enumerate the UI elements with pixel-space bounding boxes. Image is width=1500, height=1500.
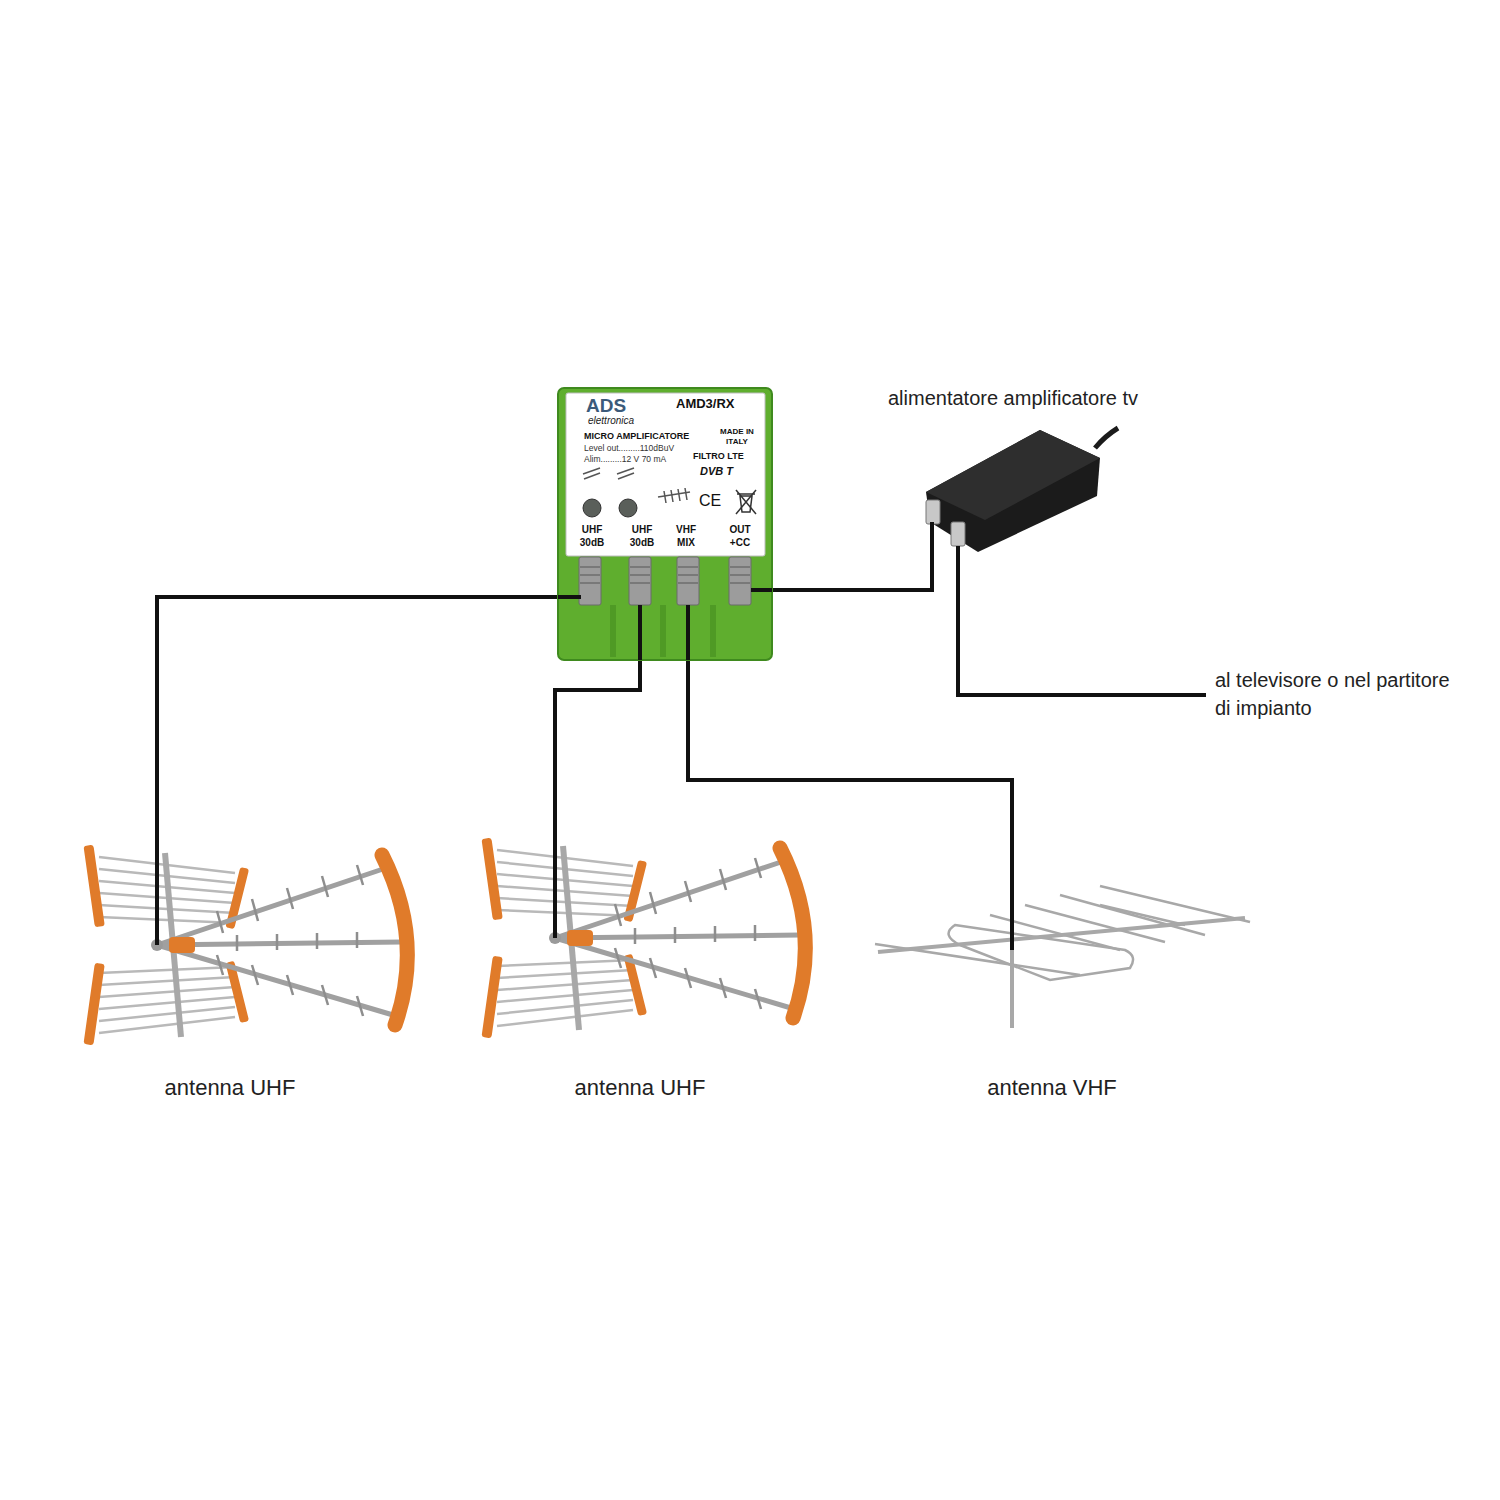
module-text: UHF 30dB <box>622 524 662 549</box>
coax-cable <box>772 560 932 590</box>
module-text: FILTRO LTE <box>693 451 744 462</box>
antenna-caption: antenna UHF <box>80 1075 380 1101</box>
module-text: AMD3/RX <box>676 396 735 412</box>
module-text: DVB T <box>700 465 733 479</box>
destination-note: al televisore o nel partitore di impiant… <box>1215 666 1455 722</box>
module-text: UHF 30dB <box>572 524 612 549</box>
coax-cable <box>157 597 558 830</box>
module-text: ADS <box>586 394 626 418</box>
module-text: MADE IN ITALY <box>714 427 760 447</box>
module-text: CE <box>699 491 721 511</box>
module-text: Level out.........110dBuV <box>584 443 674 454</box>
uhf-antenna: antenna UHF <box>490 830 790 1105</box>
coax-cable <box>555 660 640 830</box>
amplifier-module: ADSelettronica AMD3/RX MICRO AMPLIFICATORE… <box>558 388 772 660</box>
device-heading: alimentatore amplificatore tv <box>888 387 1138 410</box>
module-text: MICRO AMPLIFICATORE <box>584 431 689 442</box>
vhf-antenna: antenna VHF <box>900 870 1204 1105</box>
module-text: elettronica <box>588 415 634 428</box>
power-supply: alimentatore amplificatore tv <box>885 385 1190 560</box>
uhf-antenna: antenna UHF <box>80 830 380 1105</box>
antenna-caption: antenna VHF <box>900 1075 1204 1101</box>
coax-cable <box>688 660 1012 870</box>
antenna-caption: antenna UHF <box>490 1075 790 1101</box>
module-text: OUT +CC <box>720 524 760 549</box>
module-text: Alim.........12 V 70 mA <box>584 454 666 465</box>
module-text: VHF MIX <box>666 524 706 549</box>
